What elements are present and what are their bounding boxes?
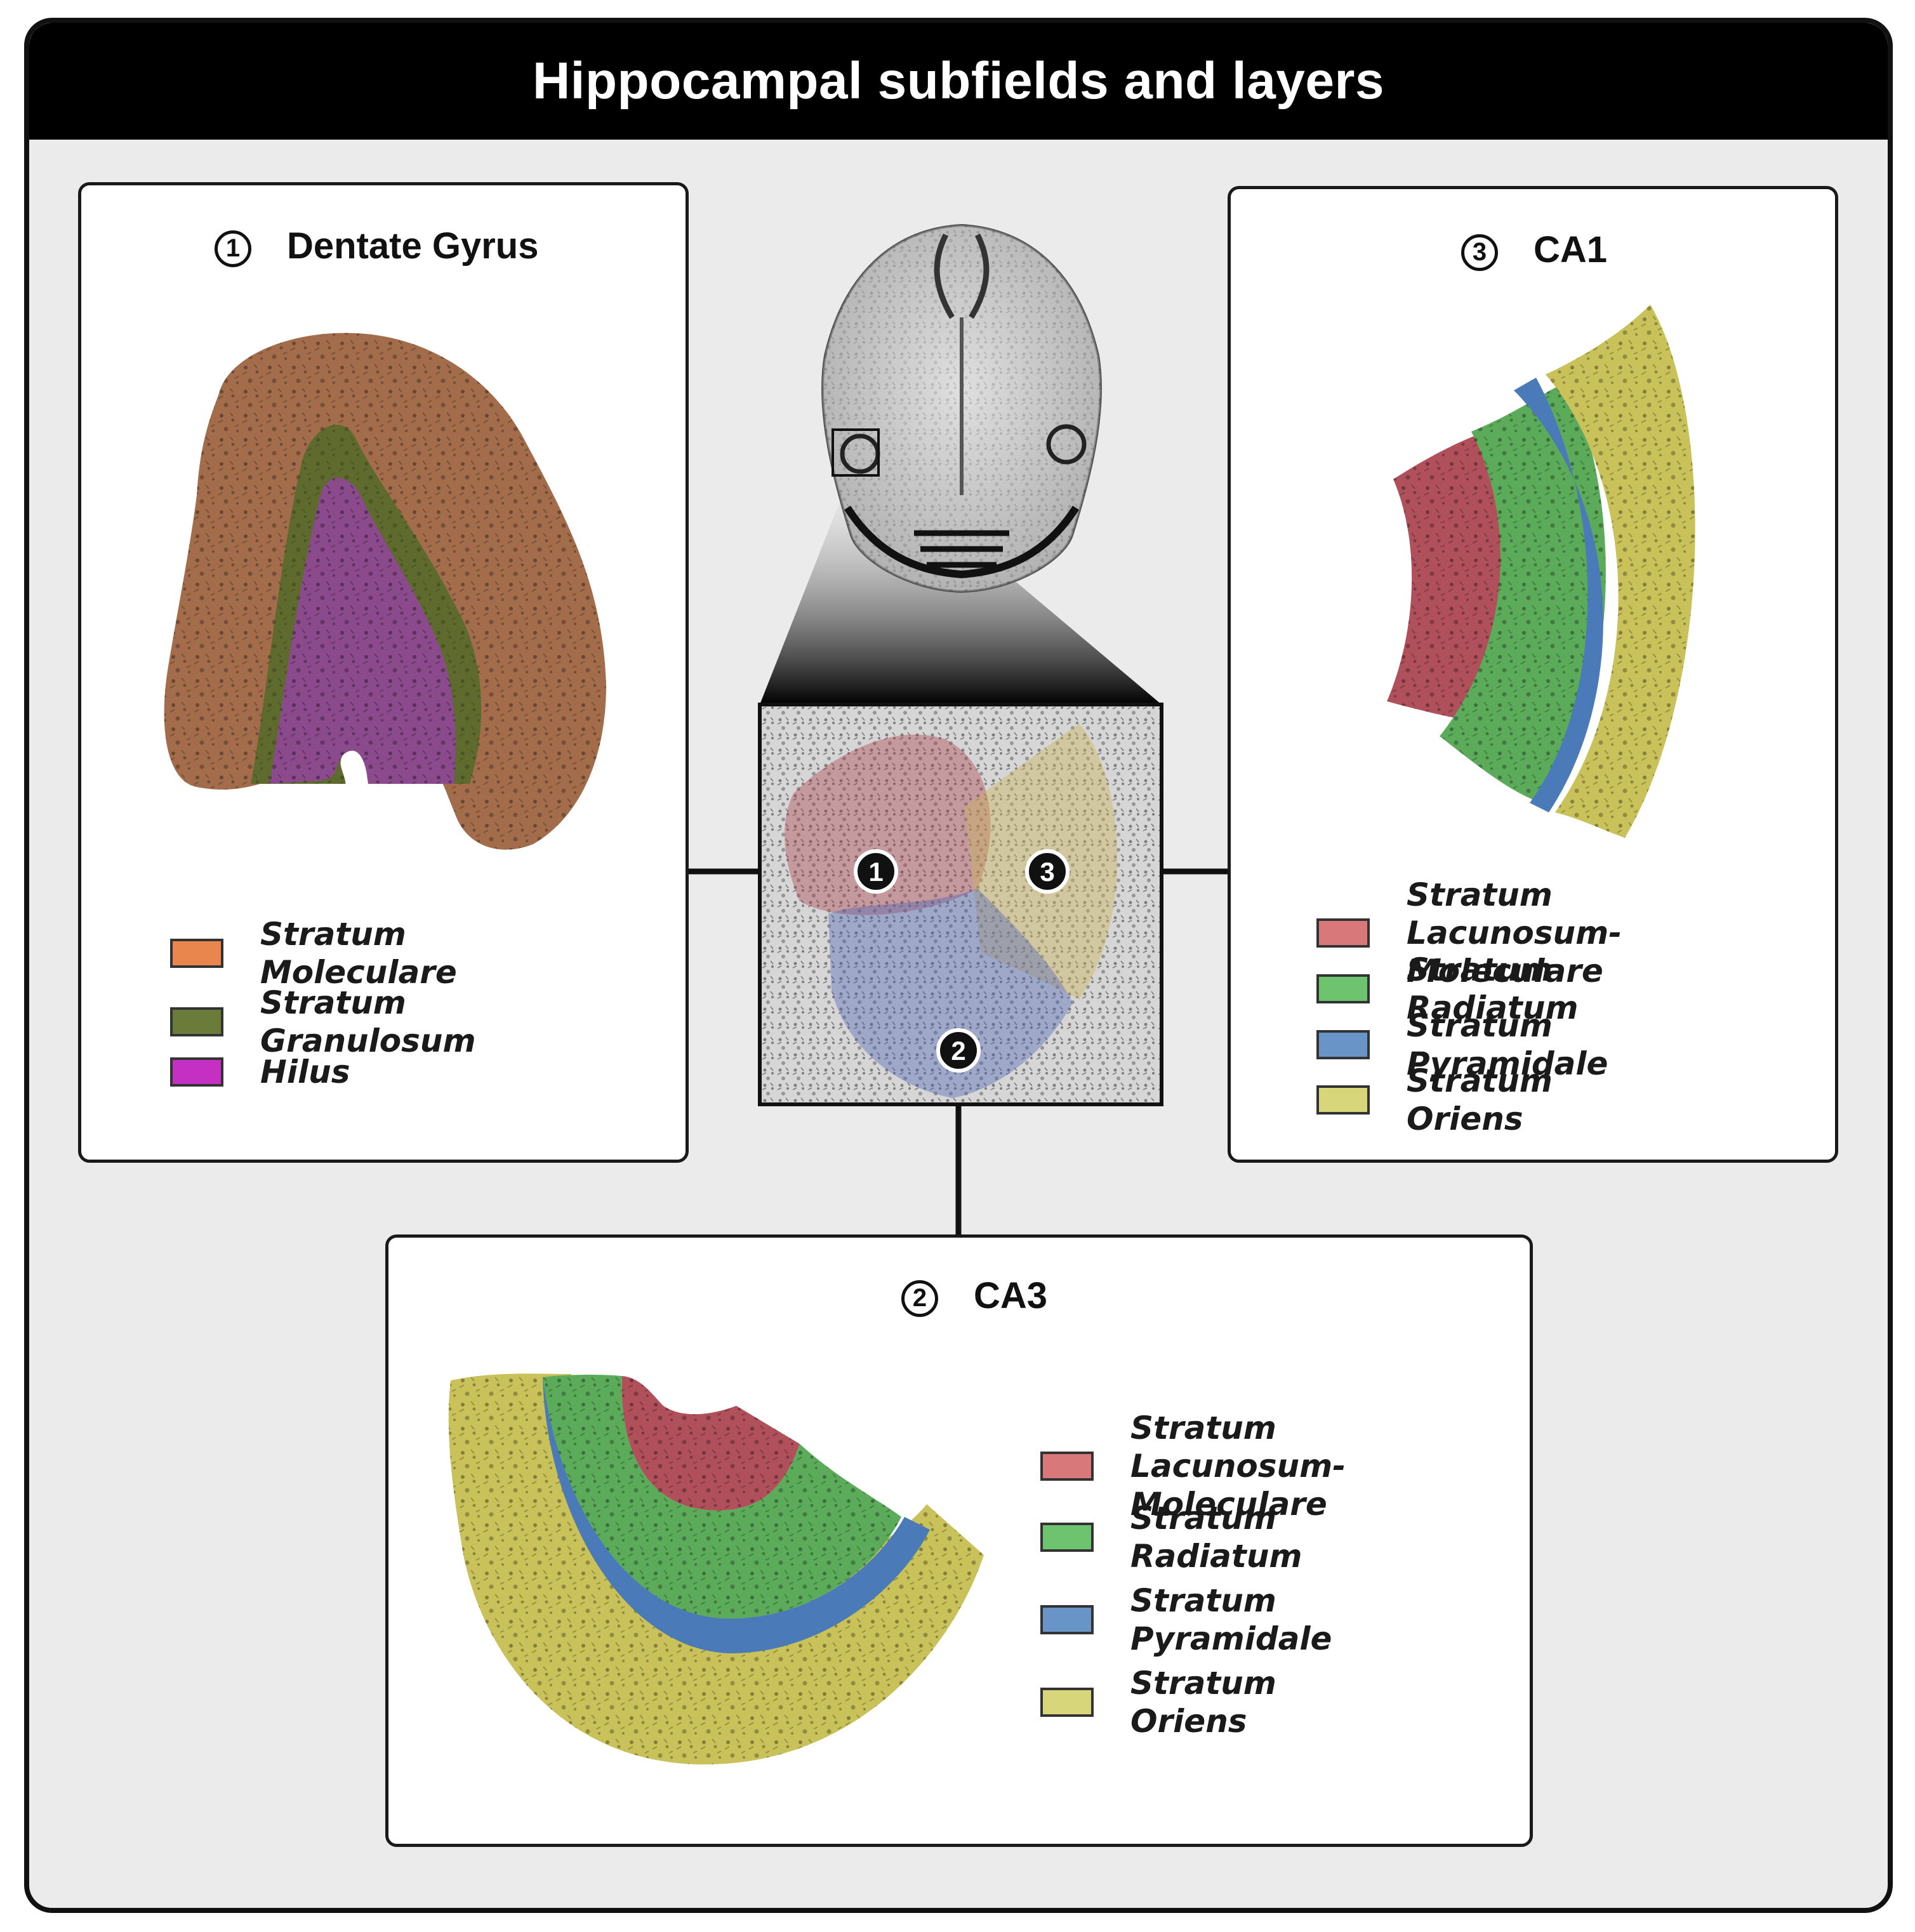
legend-label: Stratum Moleculare xyxy=(260,916,457,991)
legend-item: Stratum Radiatum xyxy=(1040,1499,1302,1575)
legend-swatch xyxy=(1040,1523,1094,1552)
svg-text:3: 3 xyxy=(1040,857,1054,887)
legend-item: Stratum Oriens xyxy=(1316,1062,1553,1138)
svg-text:2: 2 xyxy=(951,1036,965,1066)
ca1-illustration xyxy=(1387,305,1695,838)
brain-scan-image xyxy=(821,223,1102,593)
zoom-marker xyxy=(832,428,880,477)
zoom-region-dentate xyxy=(785,734,991,915)
legend-swatch xyxy=(1040,1452,1094,1481)
legend-label: Stratum Granulosum xyxy=(260,984,476,1059)
ca3-illustration xyxy=(448,1373,984,1764)
legend-swatch xyxy=(1040,1605,1094,1634)
legend-swatch xyxy=(170,1057,223,1087)
legend-swatch xyxy=(1040,1688,1094,1717)
panel-number-2: 2 xyxy=(901,1280,938,1317)
legend-item: Stratum Pyramidale xyxy=(1040,1582,1332,1658)
legend-label: Stratum Pyramidale xyxy=(1407,1007,1608,1082)
legend-swatch xyxy=(1316,974,1370,1003)
legend-label: Stratum Radiatum xyxy=(1407,951,1579,1026)
legend-swatch xyxy=(1316,1030,1370,1059)
legend-label: Stratum Oriens xyxy=(1130,1665,1276,1740)
legend-item: Stratum Lacunosum- Moleculare xyxy=(1040,1409,1346,1523)
legend-item: Stratum Radiatum xyxy=(1316,951,1579,1027)
legend-label: Stratum Oriens xyxy=(1407,1062,1553,1137)
callout-badge-3: 3 xyxy=(1025,849,1070,894)
legend-item: Stratum Moleculare xyxy=(170,915,457,991)
callout-badge-2: 2 xyxy=(936,1028,981,1073)
zoom-region-ca3 xyxy=(828,889,1073,1098)
legend-swatch xyxy=(170,939,223,968)
panel-number-1: 1 xyxy=(215,230,251,267)
figure-title: Hippocampal subfields and layers xyxy=(29,23,1888,140)
svg-text:1: 1 xyxy=(868,857,883,887)
panel-number-3: 3 xyxy=(1461,234,1498,271)
legend-label: Stratum Radiatum xyxy=(1130,1500,1302,1575)
legend-label: Stratum Pyramidale xyxy=(1130,1582,1332,1657)
callout-badge-1: 1 xyxy=(854,849,898,894)
legend-label: Hilus xyxy=(260,1054,350,1090)
legend-swatch xyxy=(1316,918,1370,948)
legend-item: Stratum Pyramidale xyxy=(1316,1007,1608,1083)
legend-item: Stratum Oriens xyxy=(1040,1664,1276,1740)
zoomed-section xyxy=(758,703,1163,1106)
legend-swatch xyxy=(1316,1085,1370,1115)
legend-label: Stratum Lacunosum- Moleculare xyxy=(1130,1410,1346,1523)
legend-item: Stratum Granulosum xyxy=(170,984,476,1060)
dentate-gyrus-illustration xyxy=(164,333,606,850)
legend-label: Stratum Lacunosum- Moleculare xyxy=(1407,877,1622,989)
legend-swatch xyxy=(170,1007,223,1036)
legend-item: Stratum Lacunosum- Moleculare xyxy=(1316,876,1622,990)
legend-item: Hilus xyxy=(170,1053,350,1091)
